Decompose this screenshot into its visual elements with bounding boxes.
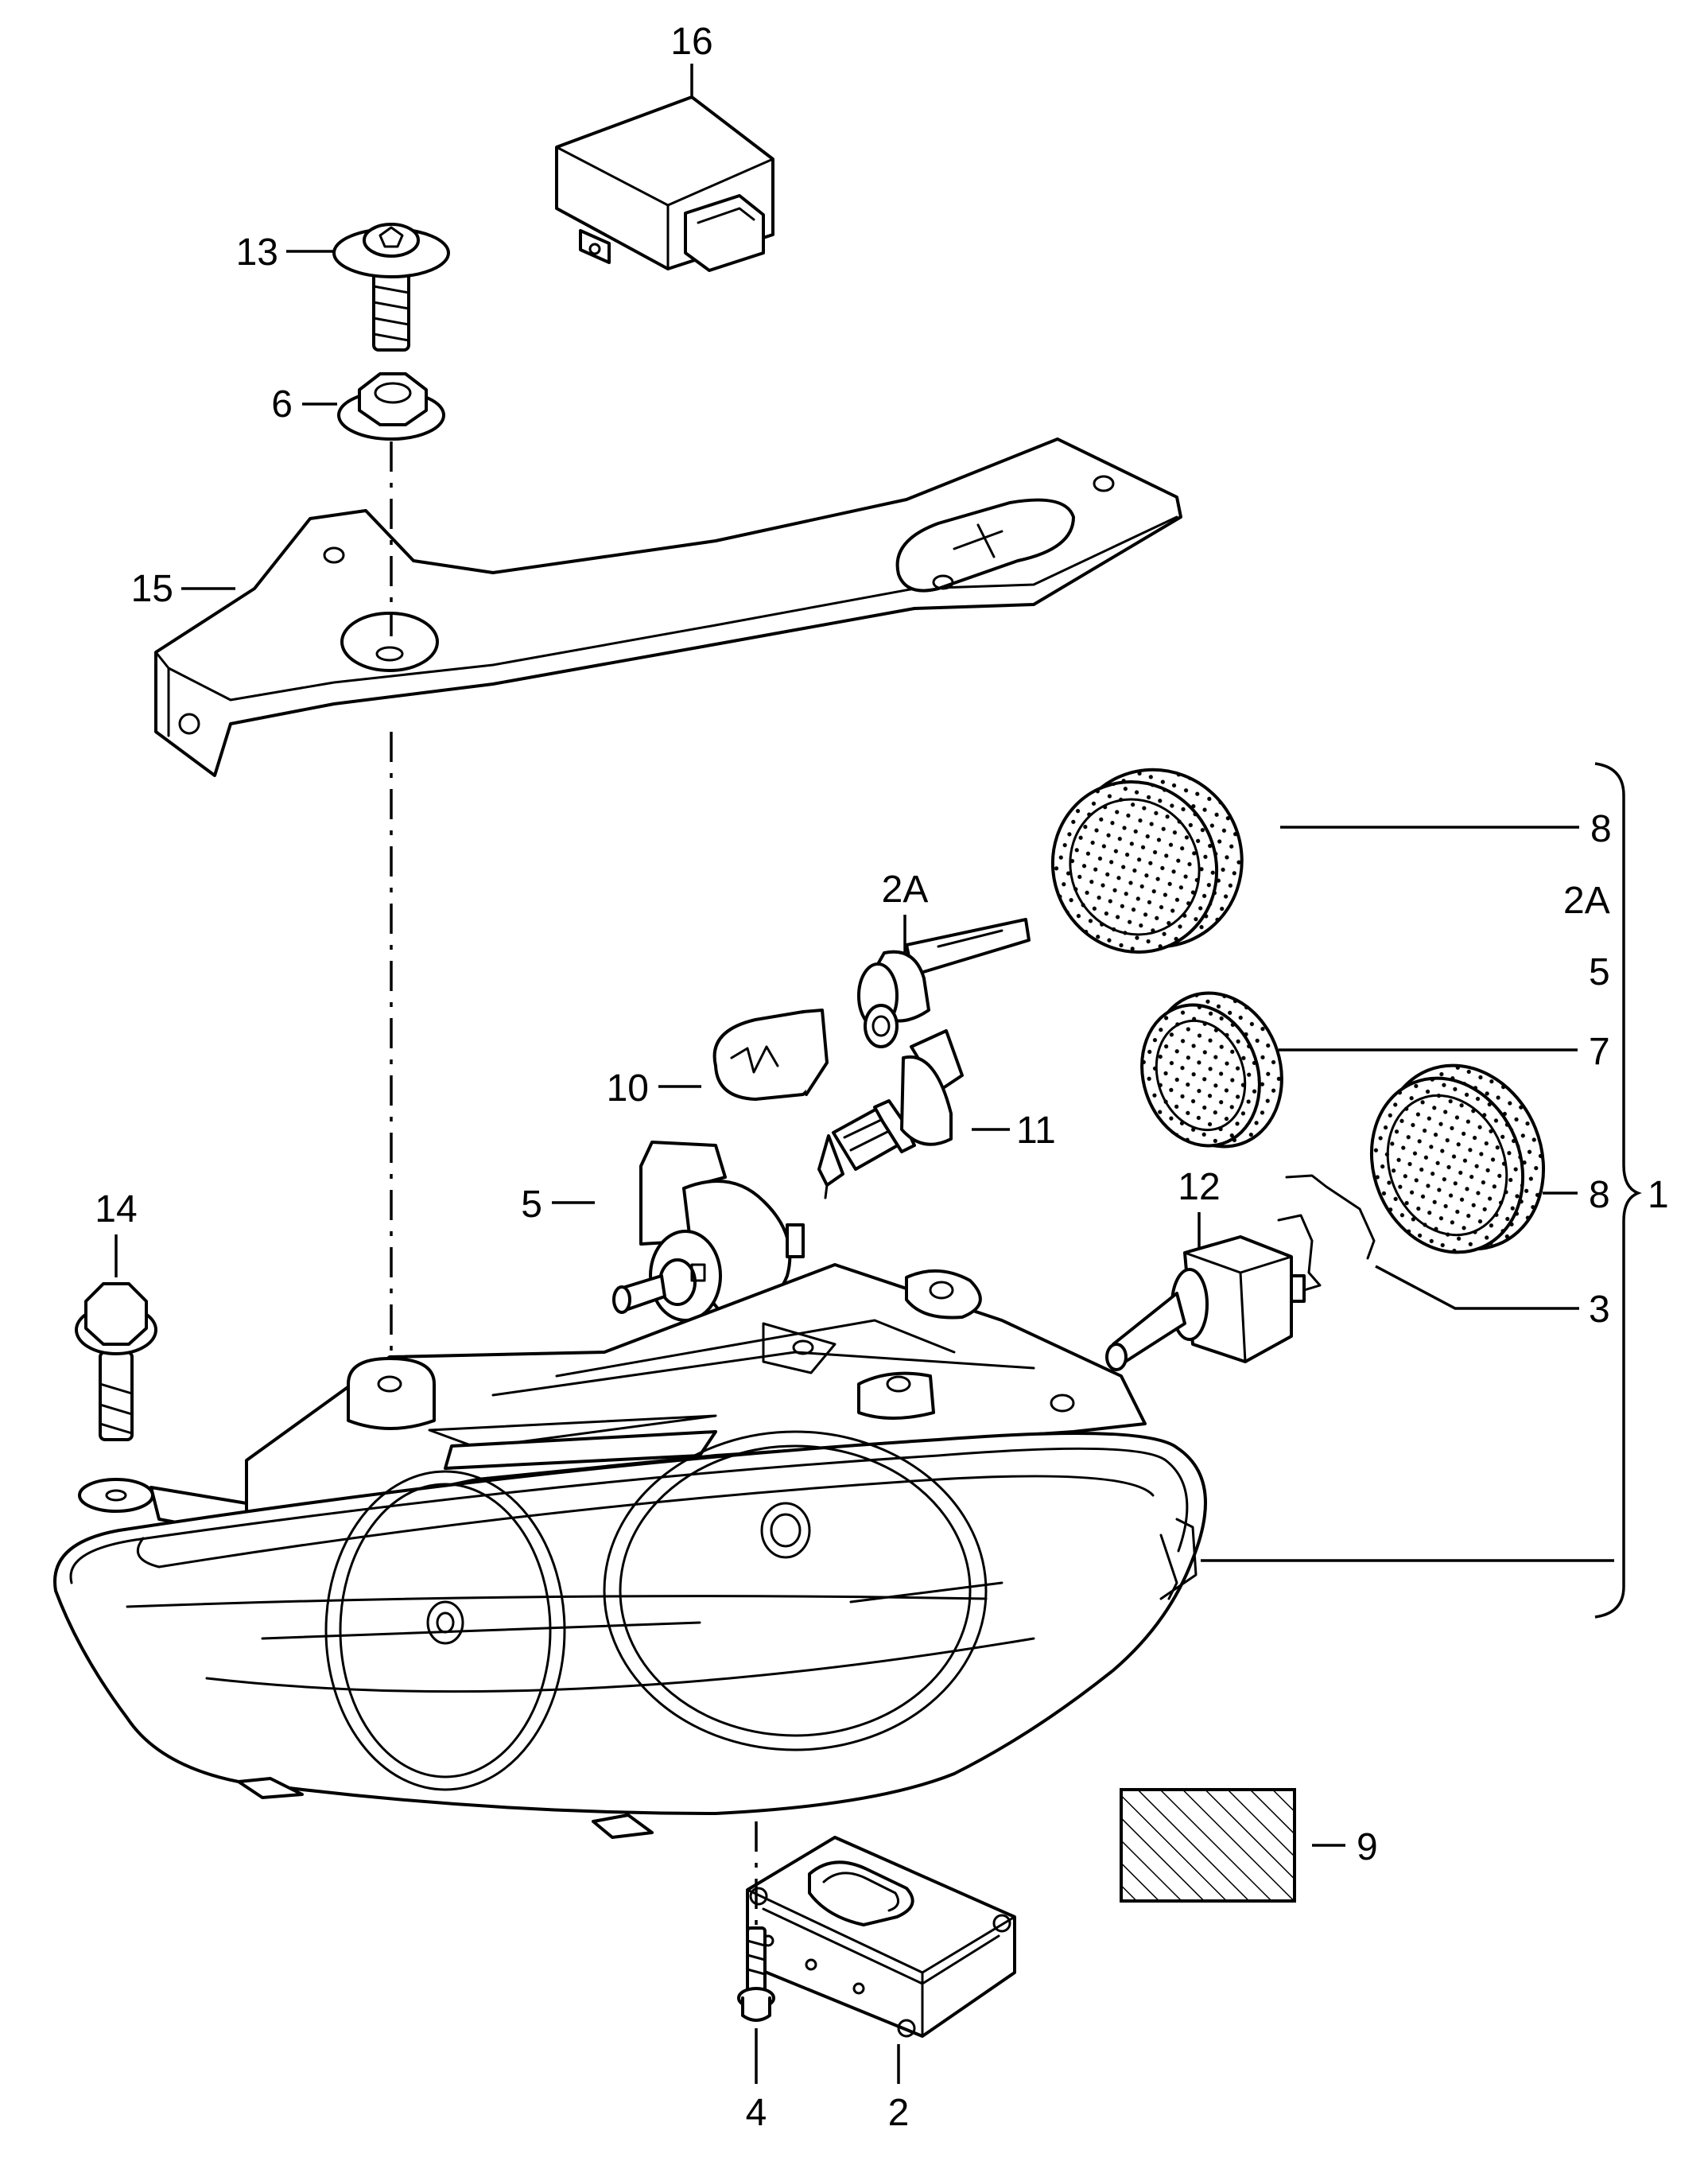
cover-cap-part-8-large[interactable] (1025, 741, 1271, 979)
cover-cap-part-7[interactable] (1124, 976, 1302, 1164)
control-unit-part-16[interactable] (555, 95, 774, 272)
callout-8-lower: 8 (1589, 1174, 1610, 1216)
nut-part-6[interactable] (337, 372, 445, 441)
callout-3: 3 (1589, 1289, 1610, 1331)
bracket-part-15[interactable] (154, 437, 1182, 777)
retaining-clip-part-3[interactable] (1277, 1174, 1376, 1292)
signal-bulb-part-10[interactable] (712, 1009, 829, 1101)
bulb-part-2a[interactable] (857, 918, 1031, 1048)
screw-part-13[interactable] (332, 223, 450, 352)
callout-15: 15 (131, 568, 173, 610)
ballast-unit-part-2[interactable] (746, 1836, 1016, 2038)
callout-7: 7 (1589, 1031, 1610, 1073)
callout-13: 13 (236, 231, 278, 274)
callout-5-kit: 5 (1589, 951, 1610, 993)
callout-9: 9 (1357, 1826, 1378, 1868)
callout-2a-kit: 2A (1563, 880, 1610, 922)
bulb-socket-part-5[interactable] (612, 1141, 805, 1322)
headlight-assembly-part-1[interactable] (53, 1263, 1207, 1839)
callout-4: 4 (746, 2092, 767, 2134)
kit-bracket (1594, 762, 1642, 1619)
callout-12: 12 (1178, 1166, 1220, 1208)
callout-1: 1 (1648, 1174, 1669, 1216)
screw-part-4[interactable] (737, 1926, 775, 2022)
callout-16: 16 (670, 21, 712, 63)
callout-2a-bulb: 2A (882, 869, 929, 911)
callout-11: 11 (1016, 1110, 1056, 1152)
callout-10: 10 (607, 1067, 649, 1110)
callout-14: 14 (95, 1188, 137, 1230)
callout-5-socket: 5 (521, 1184, 542, 1226)
halogen-bulb-part-11[interactable] (817, 1029, 964, 1199)
callout-8-top: 8 (1590, 808, 1612, 850)
xenon-bulb-part-12[interactable] (1105, 1235, 1306, 1371)
label-part-9[interactable] (1120, 1788, 1296, 1903)
callout-2: 2 (888, 2092, 910, 2134)
leader-3 (1375, 1265, 1579, 1310)
cover-cap-part-8-lower[interactable] (1346, 1041, 1570, 1275)
callout-6: 6 (271, 383, 293, 426)
bolt-part-14[interactable] (75, 1282, 157, 1513)
